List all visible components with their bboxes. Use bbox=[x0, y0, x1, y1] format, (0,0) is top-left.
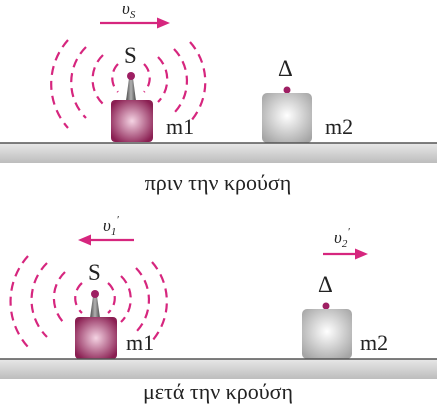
source-block-m1 bbox=[75, 317, 117, 359]
mass2-label: m2 bbox=[325, 114, 353, 139]
source-label: S bbox=[124, 43, 137, 68]
velocity-label-v2: υ2′ bbox=[334, 226, 350, 250]
sound-waves-after bbox=[9, 255, 168, 348]
velocity-label-vs: υS bbox=[122, 0, 136, 21]
source-block-m1 bbox=[111, 100, 153, 142]
mass1-label: m1 bbox=[126, 330, 154, 355]
caption-after: μετά την κρούση bbox=[143, 379, 293, 404]
source-antenna bbox=[126, 78, 136, 101]
observer-block-m2 bbox=[302, 309, 352, 359]
velocity-arrow-vs bbox=[100, 17, 170, 29]
source-dot bbox=[127, 72, 135, 80]
source-dot bbox=[91, 290, 99, 298]
scene-after: υ1′ υ2′ S m1 Δ m2 bbox=[0, 214, 437, 404]
caption-before: πριν την κρούση bbox=[145, 170, 292, 195]
mass2-label: m2 bbox=[360, 330, 388, 355]
scene-before: υS S m1 Δ m2 πριν την κρούση bbox=[0, 0, 437, 195]
velocity-arrow-v2 bbox=[323, 248, 368, 260]
observer-label: Δ bbox=[278, 56, 293, 81]
velocity-arrow-v1 bbox=[78, 234, 134, 246]
ground-after bbox=[0, 359, 437, 379]
source-antenna bbox=[90, 296, 100, 318]
velocity-label-v1: υ1′ bbox=[103, 214, 119, 238]
sound-waves-before bbox=[50, 39, 207, 129]
observer-dot bbox=[322, 302, 330, 310]
source-label: S bbox=[88, 260, 101, 285]
observer-label: Δ bbox=[318, 272, 333, 297]
mass1-label: m1 bbox=[166, 114, 194, 139]
ground-before bbox=[0, 143, 437, 163]
observer-block-m2 bbox=[262, 93, 312, 143]
observer-dot bbox=[283, 86, 291, 94]
